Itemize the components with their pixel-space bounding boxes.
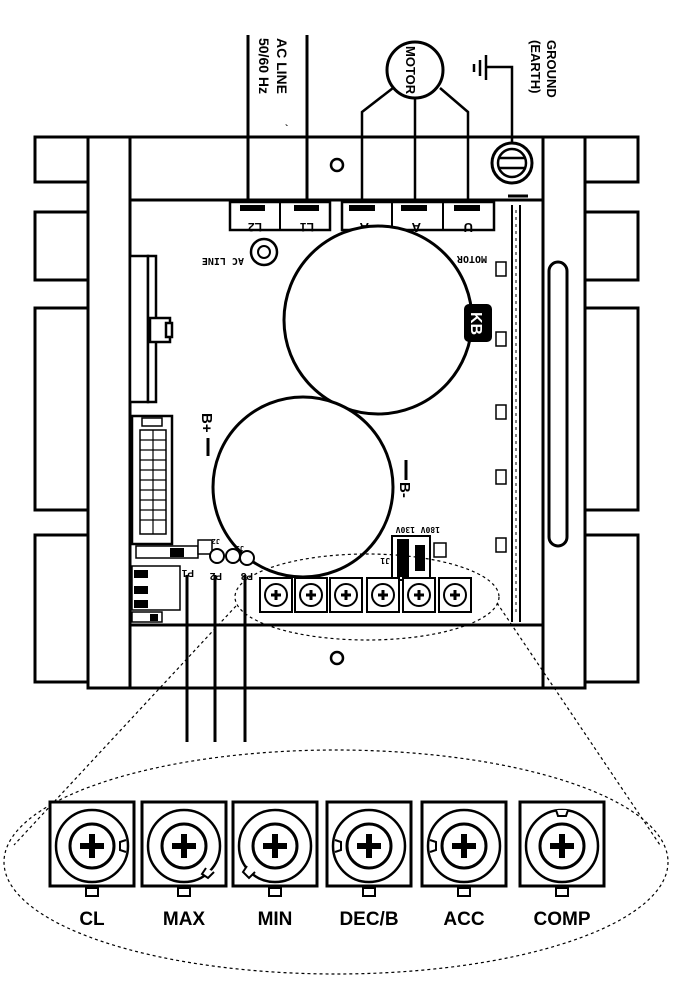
trimpot-acc: [420, 800, 508, 897]
trimpot-cl: [48, 800, 136, 897]
fuse-circles: [209, 548, 255, 566]
trimpot-label-cl: CL: [79, 909, 105, 930]
motor-board-label: MOTOR: [456, 253, 487, 264]
heatsink-fins-left: [33, 135, 92, 684]
motor-terminal-u: U: [464, 220, 473, 235]
motor-symbol-label: MOTOR: [403, 46, 418, 95]
motor-wires: [360, 87, 470, 206]
jumper-tag-j3: J3: [236, 544, 244, 552]
fuse-leads: [185, 575, 247, 742]
ground-screw: [490, 141, 534, 185]
jumper-block-left: [131, 539, 213, 623]
trimpot-dec-b: [325, 800, 413, 897]
trimpot-label-acc: ACC: [443, 909, 484, 930]
ac-line-freq-label: 50/60 Hz: [256, 38, 272, 94]
trimpot-label-max: MAX: [163, 909, 206, 930]
fuse-label-p3: P3: [240, 570, 253, 581]
earth-label: (EARTH): [528, 40, 543, 93]
ground-label: GROUND: [544, 40, 559, 98]
ground-symbol: [472, 55, 514, 148]
mounting-hole-bottom: [329, 650, 345, 666]
fuse-label-p1: P1: [181, 567, 194, 578]
capacitor-upper: [282, 224, 474, 416]
motor-terminal-a2: A: [411, 220, 421, 235]
jumper-label-130v: 130V: [396, 525, 415, 534]
trimpot-label-comp: COMP: [534, 909, 591, 930]
trimpot-label-min: MIN: [258, 909, 293, 930]
ac-terminal-l1: L1: [300, 220, 314, 234]
mounting-hole-top: [329, 157, 345, 173]
bus-minus-label: B-: [396, 482, 413, 498]
ac-line-label: AC LINE: [274, 38, 290, 94]
ac-line-tick: `: [285, 124, 288, 135]
trimpot-max: [140, 800, 228, 897]
ac-line-wires: [246, 35, 309, 206]
transistor-bracket: [128, 254, 174, 404]
heatsink-fins-right: [581, 135, 640, 684]
connector-header: [130, 414, 174, 546]
trimpot-label-dec-b: DEC/B: [339, 909, 398, 930]
kb-logo: [464, 304, 492, 342]
ac-terminal-l2: L2: [248, 220, 262, 234]
side-slot: [547, 260, 569, 548]
trimpot-comp: [518, 800, 606, 897]
trimpot-min: [231, 800, 319, 897]
jumper-tag-j1: J1: [380, 556, 390, 565]
ac-line-board-label: AC LINE: [202, 255, 244, 266]
bus-plus-label: B+: [198, 413, 215, 433]
jumper-tag-j2: J2: [212, 537, 220, 545]
kb-logo-text: KB: [467, 312, 484, 335]
chassis-left-rail: [86, 135, 132, 690]
pcb-right-edge: [495, 194, 528, 622]
ac-line-terminal-block: [228, 200, 332, 232]
onboard-trimpot-row: [259, 577, 472, 613]
ac-ground-screw: [249, 237, 279, 267]
jumper-label-180v: 180V: [421, 525, 440, 534]
